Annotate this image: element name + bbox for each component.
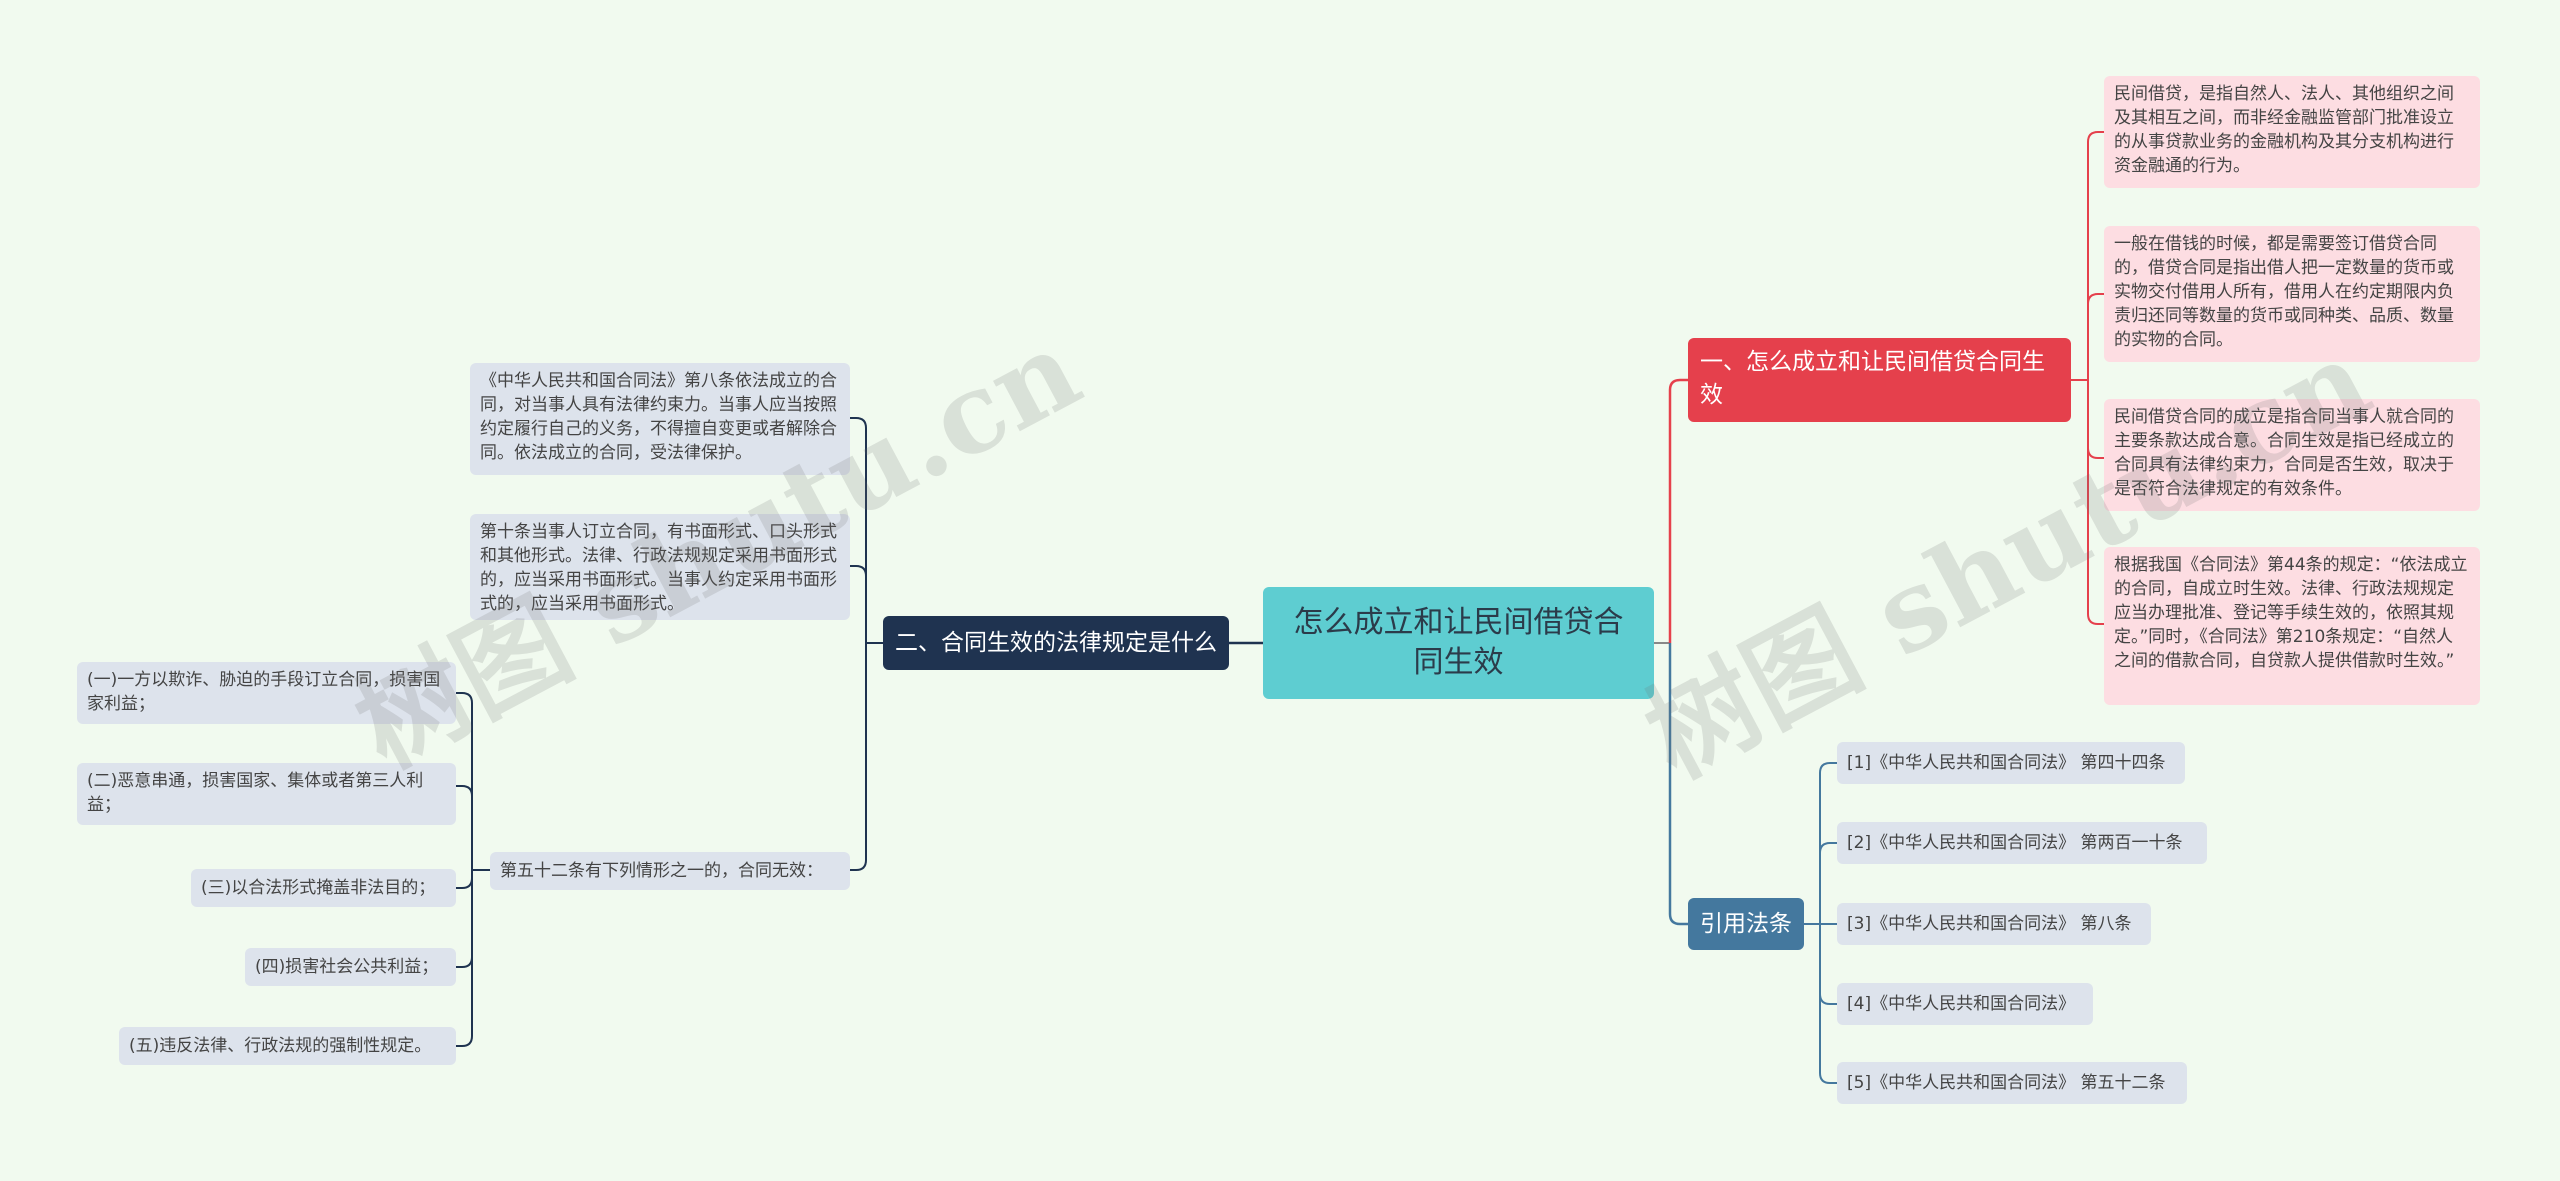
connector-root-branch3: [1668, 643, 1688, 926]
leaf-article-10[interactable]: 第十条当事人订立合同，有书面形式、口头形式和其他形式。法律、行政法规规定采用书面…: [470, 514, 850, 620]
connector-branch1-leaves: [2071, 131, 2104, 625]
subleaf-article-52-item-5[interactable]: (五)违反法律、行政法规的强制性规定。: [119, 1027, 456, 1065]
cite-item-4[interactable]: [4]《中华人民共和国合同法》: [1837, 983, 2093, 1025]
root-topic[interactable]: 怎么成立和让民间借贷合同生效: [1263, 587, 1654, 699]
cite-item-1[interactable]: [1]《中华人民共和国合同法》 第四十四条: [1837, 742, 2185, 784]
leaf-article-8[interactable]: 《中华人民共和国合同法》第八条依法成立的合同，对当事人具有法律约束力。当事人应当…: [470, 363, 850, 475]
leaf-contract-establishment[interactable]: 民间借贷合同的成立是指合同当事人就合同的主要条款达成合意。合同生效是指已经成立的…: [2104, 399, 2480, 511]
connector-root-branch1: [1668, 378, 1688, 643]
cite-item-2[interactable]: [2]《中华人民共和国合同法》 第两百一十条: [1837, 822, 2207, 864]
leaf-article-52[interactable]: 第五十二条有下列情形之一的，合同无效：: [490, 852, 850, 890]
subleaf-article-52-item-3[interactable]: (三)以合法形式掩盖非法目的；: [191, 869, 456, 907]
connector-article52-subitems: [456, 692, 490, 1047]
branch-legal-provisions[interactable]: 二、合同生效的法律规定是什么: [883, 616, 1229, 670]
subleaf-article-52-item-4[interactable]: (四)损害社会公共利益；: [245, 948, 456, 986]
branch-how-to-establish[interactable]: 一、怎么成立和让民间借贷合同生效: [1688, 338, 2071, 422]
connector-branch2-leaves: [850, 417, 883, 871]
connector-branch3-leaves: [1804, 762, 1837, 1084]
leaf-contract-law-article-44[interactable]: 根据我国《合同法》第44条的规定：“依法成立的合同，自成立时生效。法律、行政法规…: [2104, 547, 2480, 705]
leaf-private-lending-definition[interactable]: 民间借贷，是指自然人、法人、其他组织之间及其相互之间，而非经金融监管部门批准设立…: [2104, 76, 2480, 188]
branch-cited-articles[interactable]: 引用法条: [1688, 898, 1804, 950]
subleaf-article-52-item-2[interactable]: (二)恶意串通，损害国家、集体或者第三人利益；: [77, 763, 456, 825]
cite-item-5[interactable]: [5]《中华人民共和国合同法》 第五十二条: [1837, 1062, 2187, 1104]
leaf-loan-contract-definition[interactable]: 一般在借钱的时候，都是需要签订借贷合同的，借贷合同是指出借人把一定数量的货币或实…: [2104, 226, 2480, 362]
cite-item-3[interactable]: [3]《中华人民共和国合同法》 第八条: [1837, 903, 2151, 945]
subleaf-article-52-item-1[interactable]: (一)一方以欺诈、胁迫的手段订立合同，损害国家利益；: [77, 662, 456, 724]
